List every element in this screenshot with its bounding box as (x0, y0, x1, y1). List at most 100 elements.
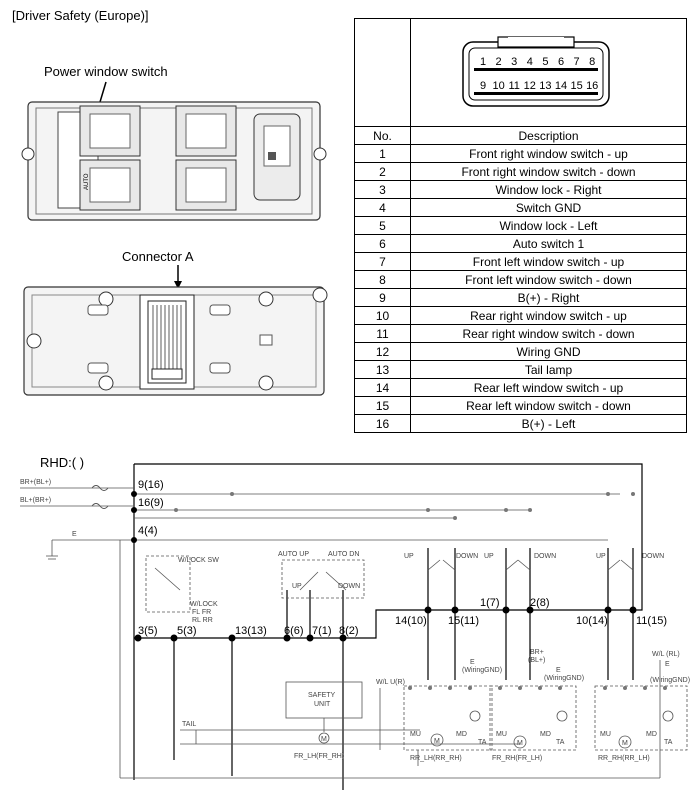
input-br: BR+(BL+) (20, 479, 51, 486)
pin-description: Rear right window switch - up (410, 306, 687, 325)
mu-label-3: MU (600, 731, 611, 738)
pin-9-16: 9(16) (138, 479, 164, 491)
motor-label-2: RR_LH(RR_RH) (410, 755, 462, 762)
connector-pin-label: 11 (508, 80, 519, 92)
pin-number: 13 (354, 360, 411, 379)
pin-number: 9 (354, 288, 411, 307)
ta-label-1: TA (478, 739, 487, 746)
pin-number: 11 (354, 324, 411, 343)
pin-description: Rear right window switch - down (410, 324, 687, 343)
connector-pin-label: 3 (511, 56, 517, 68)
pin-number: 14 (354, 378, 411, 397)
pin-description: Rear left window switch - down (410, 396, 687, 415)
bank2-down-label: DOWN (534, 553, 556, 560)
connector-pin-label: 12 (524, 80, 536, 92)
motor-m-4: M (622, 740, 628, 747)
pin-number: 3 (354, 180, 411, 199)
tail-label: TAIL (182, 721, 196, 728)
pin-number: 10 (354, 306, 411, 325)
pin-11-15: 11(15) (636, 615, 667, 627)
connector-pin-label: 13 (539, 80, 551, 92)
connector-a-image (23, 265, 328, 396)
bank3-up-label: UP (596, 553, 606, 560)
connector-pin-label: 4 (527, 56, 533, 68)
auto-box-down-label: DOWN (338, 583, 360, 590)
pin-16-9: 16(9) (138, 497, 164, 509)
pin-number: 2 (354, 162, 411, 181)
pin-number: 1 (354, 144, 411, 163)
pin-5-3: 5(3) (177, 625, 197, 637)
e-label-1: E (470, 659, 475, 666)
wiring-schematic: BR+(BL+) BL+(BR+) E 9(16) 16(9) 4(4) 3(5… (20, 463, 690, 790)
wlock-sw-label: W/LOCK SW (178, 557, 219, 564)
bank1-down-label: DOWN (456, 553, 478, 560)
power-window-switch-image: AUTO (21, 81, 327, 221)
ta-label-2: TA (556, 739, 565, 746)
motor-label-1: FR_LH(FR_RH) (294, 753, 344, 760)
pin-number: 7 (354, 252, 411, 271)
col-no-header: No. (354, 126, 411, 145)
mu-label-1: MU (410, 731, 421, 738)
pin-number: 15 (354, 396, 411, 415)
pin-description: Window lock - Right (410, 180, 687, 199)
pin-3-5: 3(5) (138, 625, 158, 637)
connector-pin-label: 15 (570, 80, 582, 92)
md-label-1: MD (456, 731, 467, 738)
fl-fr-label: FL FR (192, 609, 211, 616)
switch-caption: Power window switch (44, 64, 168, 79)
connector-pin-label: 1 (480, 56, 486, 68)
wl-ur-label: W/L U(R) (376, 679, 405, 686)
pin-7-1: 7(1) (312, 625, 332, 637)
e-label-3: E (665, 661, 670, 668)
connector-face-box (354, 18, 687, 127)
pin-description: Rear left window switch - up (410, 378, 687, 397)
pin-number: 5 (354, 216, 411, 235)
pin-2-8: 2(8) (530, 597, 550, 609)
br-bl-label: BR+ (530, 649, 544, 656)
motor-m-2: M (434, 738, 440, 745)
pin-description: Auto switch 1 (410, 234, 687, 253)
pin-number: 8 (354, 270, 411, 289)
wl-rl-label: W/L (RL) (652, 651, 680, 658)
pin-description: Front right window switch - up (410, 144, 687, 163)
connector-pin-label: 10 (492, 80, 504, 92)
pin-15-11: 15(11) (448, 615, 479, 627)
bank2-up-label: UP (484, 553, 494, 560)
auto-label: AUTO (84, 173, 90, 190)
pin-number: 16 (354, 414, 411, 433)
pin-4-4: 4(4) (138, 525, 158, 537)
col-desc-header: Description (410, 126, 687, 145)
connector-pin-label: 14 (555, 80, 567, 92)
pin-number: 4 (354, 198, 411, 217)
motor-m-3: M (517, 740, 523, 747)
page-title: [Driver Safety (Europe)] (12, 8, 149, 23)
safety-unit-label-2: UNIT (314, 701, 331, 708)
pin-description: Window lock - Left (410, 216, 687, 235)
connector-pin-label: 16 (586, 80, 598, 92)
safety-motor-m: M (321, 736, 327, 743)
pin-description: B(+) - Right (410, 288, 687, 307)
br-bl-label-2: (BL+) (528, 657, 545, 664)
motor-label-4: RR_RH(RR_LH) (598, 755, 650, 762)
auto-box-up-label: UP (292, 583, 302, 590)
pin-description: Front left window switch - up (410, 252, 687, 271)
wiring-gnd-label-2: (WiringGND) (544, 675, 584, 682)
wiring-gnd-label-3: (WiringGND) (650, 677, 690, 684)
pin-13-13: 13(13) (235, 625, 267, 637)
connector-pin-label: 8 (589, 56, 595, 68)
